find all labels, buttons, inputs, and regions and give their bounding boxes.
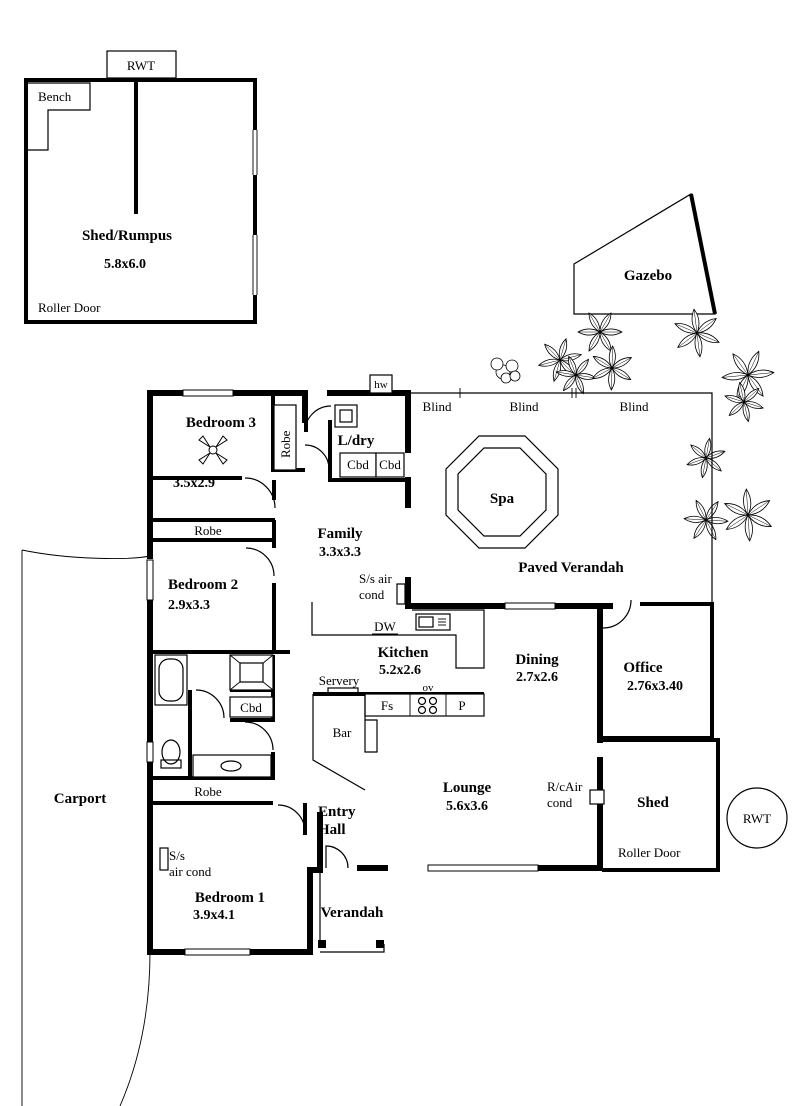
shed-rumpus-size: 5.8x6.0 <box>104 257 146 272</box>
office: Office 2.76x3.40 <box>623 660 683 694</box>
kitchen-label: Kitchen <box>378 645 429 661</box>
laundry-cbd-1: Cbd <box>347 457 369 472</box>
hot-water-unit <box>369 374 393 394</box>
plant-icon <box>724 381 764 423</box>
shed: Shed Roller Door <box>618 795 681 860</box>
laundry: hw L/dry Cbd Cbd <box>334 374 405 478</box>
vanity <box>192 754 272 778</box>
shed-rumpus-label: Shed/Rumpus <box>82 228 172 244</box>
bedroom-1-air-cond-line2: air cond <box>169 864 212 879</box>
servery-label: Servery <box>319 673 360 688</box>
house-walls <box>21 390 720 1106</box>
laundry-cbd-2: Cbd <box>379 457 401 472</box>
bedroom-1-label: Bedroom 1 <box>195 890 265 906</box>
bedroom-3: Robe Bedroom 3 3.5x2.9 <box>173 404 297 491</box>
plant-icon <box>721 350 775 400</box>
windows <box>146 389 556 956</box>
family-air-cond-line1: S/s air <box>359 571 393 586</box>
family-air-cond-line2: cond <box>359 587 385 602</box>
bedroom-2-size: 2.9x3.3 <box>168 598 210 613</box>
gazebo-label: Gazebo <box>624 268 672 284</box>
rainwater-tank: RWT <box>726 787 788 849</box>
blind-1: Blind <box>423 399 452 414</box>
rainwater-tank-circle-label: RWT <box>743 811 771 826</box>
pantry-label: P <box>458 698 465 713</box>
family-air-cond-unit <box>396 583 406 605</box>
blind-2: Blind <box>510 399 539 414</box>
laundry-label: L/dry <box>338 433 375 449</box>
shed-label: Shed <box>637 795 669 811</box>
bedroom-3-label: Bedroom 3 <box>186 415 256 431</box>
family: Family 3.3x3.3 S/s air cond <box>318 526 406 605</box>
rainwater-tank-box <box>106 50 177 79</box>
kitchen-bench <box>311 602 485 669</box>
spa-label: Spa <box>490 491 515 507</box>
plant-icon <box>686 437 726 479</box>
lounge: Lounge 5.6x3.6 R/cAir cond <box>443 779 605 814</box>
plant-icon <box>537 338 583 382</box>
shed-roller-door: Roller Door <box>618 845 681 860</box>
bedroom-1-robe: Robe <box>194 784 222 799</box>
bathroom-cbd: Cbd <box>240 700 262 715</box>
bench-label: Bench <box>38 89 72 104</box>
spa: Spa <box>445 435 559 549</box>
lounge-size: 5.6x3.6 <box>446 799 488 814</box>
blind-3: Blind <box>620 399 649 414</box>
dining: Dining 2.7x2.6 <box>515 652 559 685</box>
ceiling-fan-icon <box>198 435 228 465</box>
plant-icon <box>555 355 597 395</box>
bedroom-1-size: 3.9x4.1 <box>193 908 235 923</box>
shed-rumpus-roller-door: Roller Door <box>38 300 101 315</box>
entry-hall-line2: Hall <box>318 822 346 838</box>
bedroom-1-air-cond-unit <box>159 847 169 871</box>
rainwater-tank-label: RWT <box>127 58 155 73</box>
garden-plants <box>490 308 775 542</box>
bench <box>28 82 91 151</box>
gazebo: Gazebo <box>573 193 717 315</box>
bedroom-3-robe: Robe <box>278 430 293 458</box>
door-swings <box>195 405 632 869</box>
lounge-air-cond-unit <box>589 789 605 805</box>
carport-label: Carport <box>54 791 107 807</box>
bedroom-1: Robe S/s air cond Bedroom 1 3.9x4.1 <box>159 784 265 923</box>
bathroom: Cbd <box>154 654 274 778</box>
office-label: Office <box>623 660 662 676</box>
family-label: Family <box>318 526 363 542</box>
bar-label: Bar <box>333 725 352 740</box>
bedroom-2-robe: Robe <box>194 523 222 538</box>
dining-label: Dining <box>515 652 559 668</box>
plant-icon <box>591 345 633 391</box>
dining-size: 2.7x2.6 <box>516 670 558 685</box>
shrub-icon <box>490 357 521 384</box>
bedroom-2-label: Bedroom 2 <box>168 577 238 593</box>
bar <box>312 694 378 791</box>
plant-icon <box>674 308 720 358</box>
fridge-label: Fs <box>381 698 393 713</box>
lounge-air-cond-line2: cond <box>547 795 573 810</box>
kitchen-size: 5.2x2.6 <box>379 663 421 678</box>
bedroom-2: Robe Bedroom 2 2.9x3.3 <box>168 523 238 613</box>
bedroom-3-size: 3.5x2.9 <box>173 476 215 491</box>
paved-verandah: Blind Blind Blind Spa Paved Verandah <box>408 388 713 604</box>
verandah-label: Verandah <box>321 905 384 921</box>
hot-water-label: hw <box>374 379 388 391</box>
kitchen: DW Kitchen 5.2x2.6 Servery Fs ov P Bar <box>311 602 485 791</box>
oven-label: ov <box>423 682 435 694</box>
bedroom-1-air-cond-line1: S/s <box>169 848 185 863</box>
paved-verandah-label: Paved Verandah <box>518 560 624 576</box>
family-size: 3.3x3.3 <box>319 545 361 560</box>
dishwasher-label: DW <box>374 619 396 634</box>
cooktop-icon <box>417 696 438 715</box>
office-size: 2.76x3.40 <box>627 679 683 694</box>
entry-hall-line1: Entry <box>318 804 356 820</box>
lounge-air-cond-line1: R/cAir <box>547 779 583 794</box>
plant-icon <box>577 312 623 352</box>
toilet-icon <box>160 739 182 769</box>
plant-icon <box>723 488 773 542</box>
shed-rumpus: RWT Bench Shed/Rumpus 5.8x6.0 Roller Doo… <box>24 50 258 324</box>
lounge-label: Lounge <box>443 780 492 796</box>
plant-icon <box>683 499 729 541</box>
